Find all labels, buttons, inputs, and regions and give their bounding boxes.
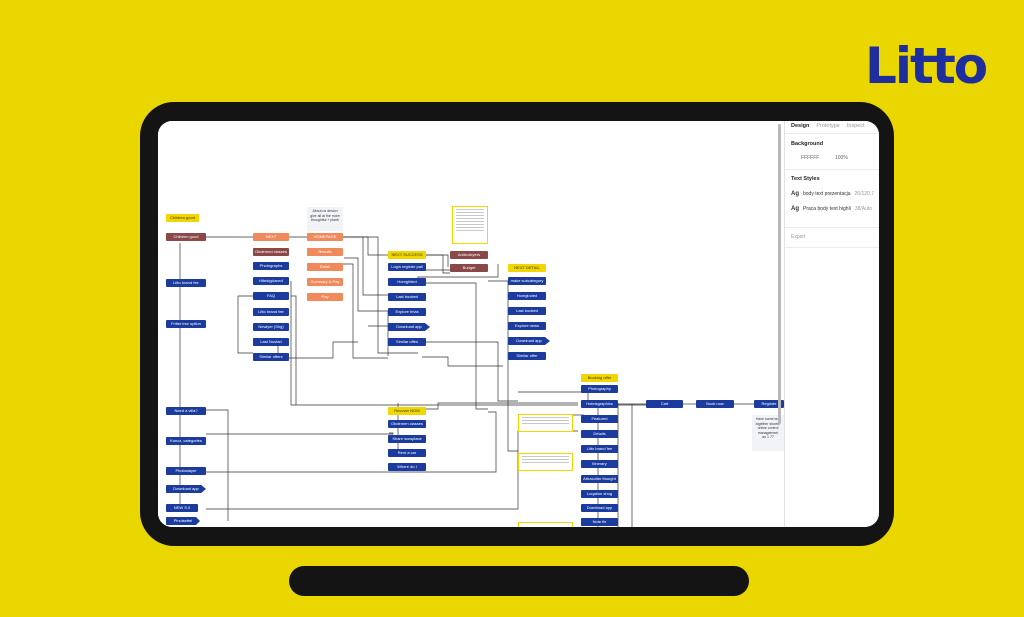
flow-node[interactable]: Obdemen classes	[388, 420, 426, 428]
flow-node[interactable]: Litto brand fee	[166, 279, 206, 287]
flow-node[interactable]: Register	[754, 400, 784, 408]
flow-node[interactable]: Download app	[166, 485, 206, 493]
flow-node[interactable]: Homghlted	[388, 278, 426, 286]
flow-node[interactable]: Last booked	[508, 307, 546, 315]
flow-node[interactable]: Pay	[307, 293, 343, 301]
flow-node[interactable]: HOMEPAGE	[307, 233, 343, 241]
flow-node[interactable]: Download app	[388, 323, 430, 331]
flow-node[interactable]: Photographs	[253, 262, 289, 270]
background-opacity-field[interactable]: 100%	[835, 155, 848, 161]
sticky-note[interactable]	[518, 453, 573, 471]
flow-node[interactable]: Hiteslyplaced	[253, 277, 289, 285]
flow-node[interactable]: Homgloded	[508, 292, 546, 300]
text-style-meta: 26/120.7	[854, 191, 874, 197]
flow-node[interactable]: Featured	[581, 415, 618, 423]
flow-node[interactable]: Litto brand fee	[581, 445, 618, 453]
panel-tabs: Design Prototype Inspect	[791, 123, 865, 129]
flow-node[interactable]: Attraculter thought	[581, 475, 618, 483]
flow-node[interactable]: Last booked	[388, 293, 426, 301]
flow-node[interactable]: Photoslayer	[166, 467, 206, 475]
text-style-icon: Ag	[791, 206, 799, 212]
flow-label[interactable]: Children good	[166, 214, 199, 222]
background-hex-field[interactable]: FFFFFF	[801, 155, 820, 161]
sticky-note[interactable]	[518, 414, 573, 432]
flow-node[interactable]: Obdemed classes	[253, 248, 289, 256]
flow-node[interactable]: Last Nosfad	[253, 338, 289, 346]
background-label: Background	[791, 141, 824, 147]
tab-inspect[interactable]: Inspect	[846, 123, 865, 129]
connector-lines	[179, 236, 754, 527]
text-styles-label: Text Styles	[791, 176, 820, 182]
flow-node[interactable]: Litto brand fee	[253, 308, 289, 316]
flow-node[interactable]: Summary & Pay	[307, 278, 343, 286]
flow-label[interactable]: NEXT SUCCESS	[388, 251, 426, 259]
flow-node[interactable]: Similar offes	[388, 338, 426, 346]
flow-node[interactable]: Need a villa?	[166, 407, 206, 415]
text-style-item[interactable]: Ag body text prezentacja 26/120.7	[791, 191, 874, 197]
canvas-scrollbar[interactable]	[778, 124, 781, 424]
flow-node[interactable]: Rent a car	[388, 449, 426, 457]
flow-node[interactable]: FAQ	[253, 292, 289, 300]
sticky-note[interactable]	[452, 206, 488, 244]
flow-label[interactable]: Booking offer	[581, 374, 618, 382]
text-style-item[interactable]: Ag Praca body text highli 38/Auto	[791, 206, 872, 212]
flow-node[interactable]: Loqation shug	[581, 490, 618, 498]
properties-panel: Design Prototype Inspect Background FFFF…	[784, 121, 879, 527]
text-style-meta: 38/Auto	[854, 206, 873, 212]
flow-node[interactable]: Explore news	[508, 322, 546, 330]
flow-label[interactable]: Recover NOW	[388, 407, 426, 415]
flow-node[interactable]: Koncz, categories	[166, 437, 206, 445]
flow-node[interactable]: Similar offers	[253, 353, 289, 361]
tab-design[interactable]: Design	[791, 123, 810, 129]
divider	[785, 247, 879, 248]
flow-node[interactable]: NEW S.0	[166, 504, 198, 512]
flow-node[interactable]: Photography	[581, 385, 618, 393]
flow-node[interactable]: Book now	[696, 400, 734, 408]
divider	[785, 169, 879, 170]
sticky-comment[interactable]: About us desion give all at the more tho…	[307, 207, 343, 231]
flow-node[interactable]: Hotelsgraphics	[581, 400, 618, 408]
divider	[785, 133, 879, 134]
flow-node[interactable]: Itinerary	[581, 460, 618, 468]
text-style-name: Praca body text highli	[803, 206, 851, 212]
flow-node[interactable]: Results	[307, 248, 343, 256]
flow-node[interactable]: Budget	[450, 264, 488, 272]
flow-node[interactable]: Detail	[307, 263, 343, 271]
flow-node[interactable]: Login register pall	[388, 263, 426, 271]
flow-node[interactable]: Share wowplace	[388, 435, 426, 443]
flow-label[interactable]: NEXT DETAIL	[508, 264, 546, 272]
flow-node[interactable]: Newlyer (Shg)	[253, 323, 289, 331]
flow-node[interactable]: Where do I	[388, 463, 426, 471]
flow-node[interactable]: Download app	[508, 337, 550, 345]
flow-node[interactable]: Addnoleyers	[450, 251, 488, 259]
litto-logo: Litto	[865, 37, 988, 95]
flow-node[interactable]: Note fie	[581, 518, 618, 526]
tab-prototype[interactable]: Prototype	[816, 123, 840, 129]
flow-node[interactable]: Download app	[581, 504, 618, 512]
text-style-icon: Ag	[791, 191, 799, 197]
flow-node[interactable]: Similar offer	[508, 352, 546, 360]
flow-node[interactable]: NEXT	[253, 233, 289, 241]
flow-node[interactable]: Details	[581, 430, 618, 438]
flow-node[interactable]: Children good	[166, 233, 206, 241]
flow-node[interactable]: make subcategory	[508, 277, 546, 285]
tablet-stand	[289, 566, 749, 596]
flow-canvas[interactable]: Children good Children good Litto brand …	[158, 121, 784, 527]
export-label[interactable]: Export	[791, 234, 806, 240]
flow-node[interactable]: Explore trivia	[388, 308, 426, 316]
flow-node[interactable]: Frilter trsv opfion	[166, 320, 206, 328]
flow-node[interactable]: Pinulsettel	[166, 517, 200, 525]
app-window: Children good Children good Litto brand …	[158, 121, 879, 527]
sticky-note[interactable]	[518, 522, 573, 527]
divider	[785, 227, 879, 228]
flow-node[interactable]: Cart	[646, 400, 683, 408]
text-style-name: body text prezentacja	[803, 191, 851, 197]
